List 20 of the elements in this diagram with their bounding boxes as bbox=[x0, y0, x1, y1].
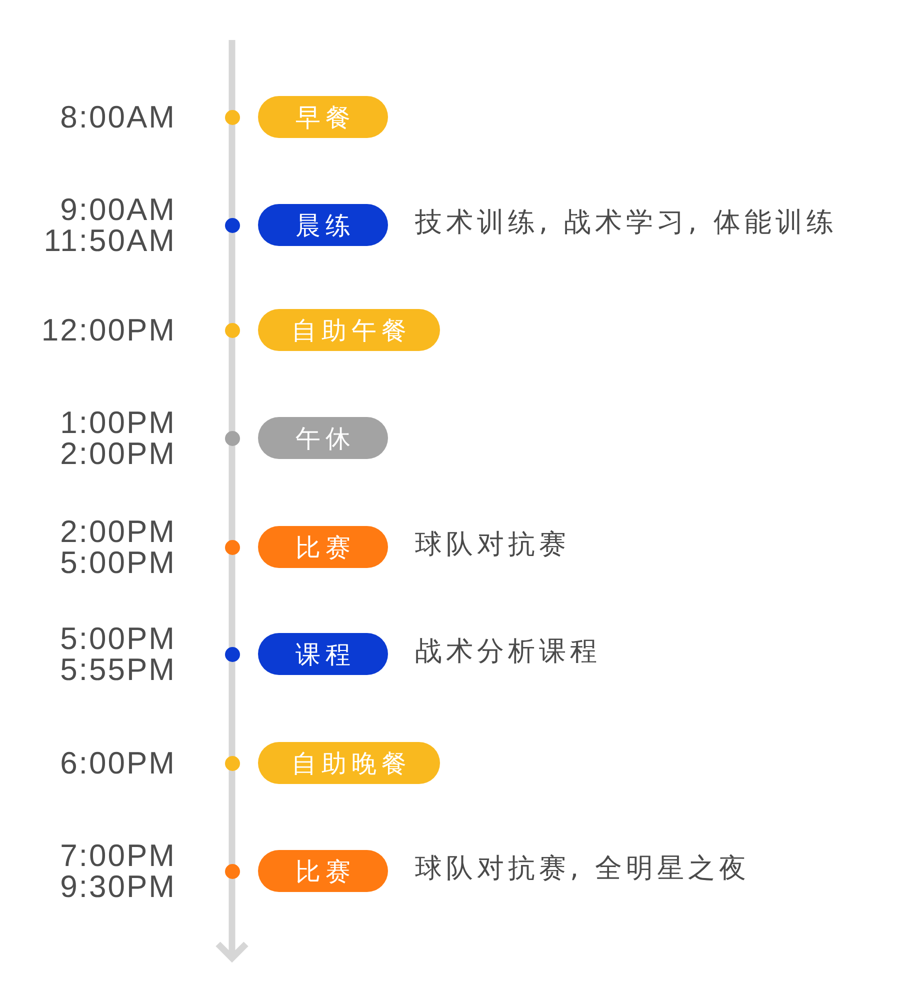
event-description: 球队对抗赛, 全明星之夜 bbox=[415, 852, 750, 886]
event-description: 战术分析课程 bbox=[415, 635, 601, 669]
event-description: 球队对抗赛 bbox=[415, 528, 570, 562]
time-label: 6:00PM bbox=[60, 748, 176, 778]
time-label: 8:00AM bbox=[60, 102, 176, 132]
event-pill: 早餐 bbox=[258, 96, 388, 138]
event-pill: 比赛 bbox=[258, 526, 388, 568]
event-pill: 午休 bbox=[258, 417, 388, 459]
event-pill: 自助晚餐 bbox=[258, 742, 440, 784]
event-pill: 晨练 bbox=[258, 204, 388, 246]
time-label: 12:00PM bbox=[41, 314, 176, 346]
time-label: 2:00PM 5:00PM bbox=[59, 516, 176, 578]
event-description: 技术训练, 战术学习, 体能训练 bbox=[415, 206, 838, 240]
time-label: 5:00PM 5:55PM bbox=[59, 623, 176, 685]
time-label: 7:00PM 9:30PM bbox=[59, 840, 176, 902]
time-label: 1:00PM 2:00PM bbox=[59, 407, 176, 469]
event-pill: 自助午餐 bbox=[258, 309, 440, 351]
event-pill: 比赛 bbox=[258, 850, 388, 892]
time-label: 9:00AM 11:50AM bbox=[42, 194, 176, 256]
event-pill: 课程 bbox=[258, 633, 388, 675]
